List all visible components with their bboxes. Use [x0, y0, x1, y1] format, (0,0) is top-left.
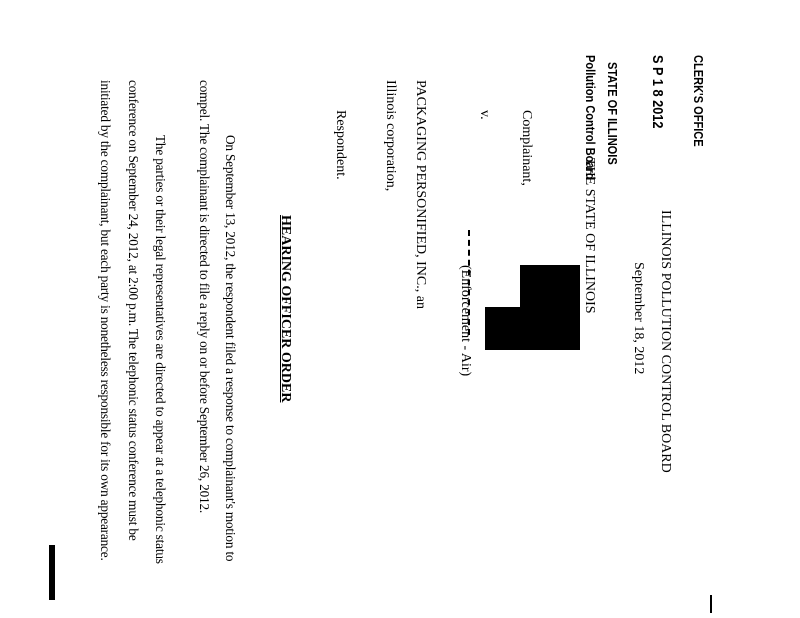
case-number: 04-16 [486, 310, 501, 343]
scan-mark [710, 595, 712, 613]
paragraph-2-line-2: conference on September 24, 2012, at 2:0… [126, 80, 141, 541]
order-title: HEARING OFFICER ORDER [278, 215, 293, 403]
case-type: (Enforcement - Air) [458, 265, 473, 377]
respondent-label: Respondent. [333, 110, 348, 180]
received-date-stamp: S P 1 8 2012 [649, 55, 666, 129]
paragraph-2-line-1: The parties or their legal representativ… [153, 135, 168, 564]
clerk-office-stamp: CLERK'S OFFICE [691, 55, 706, 147]
complainant-party: THE STATE OF ILLINOIS [582, 158, 597, 314]
paragraph-1-line-2: compel. The complainant is directed to f… [197, 80, 212, 514]
board-title: ILLINOIS POLLUTION CONTROL BOARD [658, 210, 673, 473]
paragraph-2-line-3: initiated by the complainant, but each p… [98, 80, 113, 561]
signature-mark [49, 545, 55, 600]
paragraph-1-line-1: On September 13, 2012, the respondent fi… [223, 135, 238, 562]
order-date: September 18, 2012 [631, 262, 646, 375]
stamp-state: STATE OF ILLINOIS [605, 62, 620, 165]
respondent-party-line2: Illinois corporation, [383, 80, 398, 192]
versus: v. [477, 110, 492, 120]
complainant-label: Complainant, [519, 110, 534, 186]
respondent-party: PACKAGING PERSONIFIED, INC., an [413, 80, 428, 309]
